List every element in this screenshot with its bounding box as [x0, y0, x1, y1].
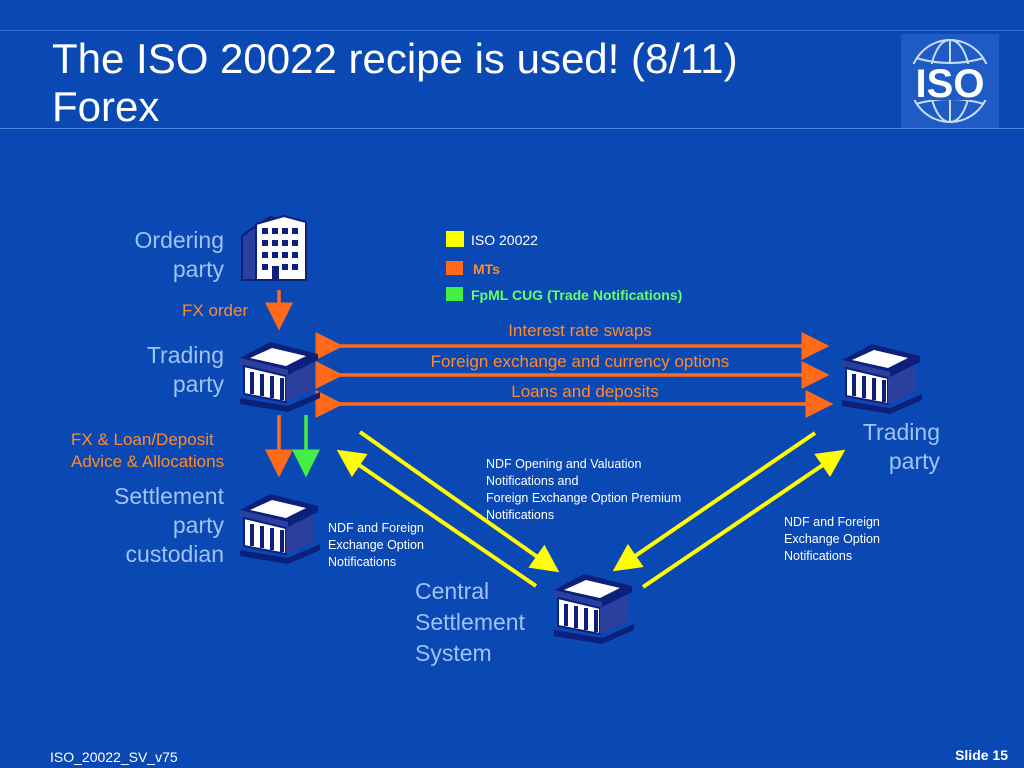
legend-swatch-iso20022 [446, 231, 464, 247]
title-divider [0, 128, 1024, 129]
loans-deposits-label: Loans and deposits [511, 382, 659, 401]
central-settlement-line2: Settlement [415, 609, 525, 635]
central-to-right-arrow [641, 449, 846, 589]
ndf-center-line4: Notifications [486, 508, 555, 522]
legend-label-mts: MTs [473, 261, 500, 277]
slide-number: Slide 15 [955, 747, 1008, 763]
trading-party-right-line2: party [888, 448, 940, 474]
ndf-left-line2: Exchange Option [328, 538, 424, 552]
legend-swatch-mts [446, 261, 463, 275]
central-settlement-line3: System [415, 640, 492, 666]
fx-order-label: FX order [182, 301, 249, 320]
iso-logo: ISO [901, 34, 999, 128]
ordering-party-line1: Ordering [134, 227, 224, 253]
trading-party-left-line1: Trading [146, 342, 224, 368]
ndf-center-note: NDF Opening and Valuation Notifications … [486, 456, 726, 524]
ndf-right-line2: Exchange Option [784, 532, 880, 546]
settlement-party-label: Settlement party custodian [60, 482, 224, 569]
settlement-party-line1: Settlement [114, 483, 224, 509]
ndf-right-line1: NDF and Foreign [784, 515, 880, 529]
legend-label-iso20022: ISO 20022 [471, 232, 538, 248]
ndf-right-line3: Notifications [784, 549, 853, 563]
bank-icon [554, 574, 634, 644]
trading-party-right-line1: Trading [862, 419, 940, 445]
legend-label-fpml: FpML CUG (Trade Notifications) [471, 287, 683, 303]
top-divider [0, 30, 1024, 31]
office-building-icon [241, 214, 307, 281]
ndf-center-line1: NDF Opening and Valuation [486, 457, 642, 471]
ndf-left-line3: Notifications [328, 555, 397, 569]
advice-label-line1: FX & Loan/Deposit [71, 430, 214, 449]
left-to-central-arrow [358, 430, 560, 573]
central-settlement-label: Central Settlement System [415, 576, 555, 669]
ordering-party-label: Ordering party [80, 226, 224, 284]
bank-icon [240, 494, 320, 564]
settlement-party-line2: party [172, 512, 224, 538]
legend-swatch-fpml [446, 287, 463, 301]
trading-party-right-label: Trading party [840, 418, 940, 476]
advice-label-line2: Advice & Allocations [71, 452, 225, 471]
page-title: The ISO 20022 recipe is used! (8/11) [52, 35, 738, 82]
bank-icon [240, 342, 320, 412]
globe-icon: ISO [904, 39, 996, 123]
ndf-right-note: NDF and Foreign Exchange Option Notifica… [784, 514, 914, 565]
trading-party-left-line2: party [172, 371, 224, 397]
interest-rate-swaps-label: Interest rate swaps [508, 321, 652, 340]
page-subtitle: Forex [52, 83, 160, 130]
logo-text: ISO [916, 62, 985, 106]
document-id: ISO_20022_SV_v75 [50, 749, 178, 765]
forex-options-label: Foreign exchange and currency options [430, 352, 730, 371]
bank-icon [842, 344, 922, 414]
ndf-left-note: NDF and Foreign Exchange Option Notifica… [328, 520, 458, 571]
ndf-center-line3: Foreign Exchange Option Premium [486, 491, 682, 505]
ndf-left-line1: NDF and Foreign [328, 521, 424, 535]
advice-label: FX & Loan/Deposit Advice & Allocations [71, 429, 224, 473]
trading-party-left-label: Trading party [80, 341, 224, 399]
central-settlement-line1: Central [415, 578, 490, 604]
ndf-center-line2: Notifications and [486, 474, 579, 488]
right-to-central-arrow [612, 431, 817, 572]
ordering-party-line2: party [172, 256, 224, 282]
central-to-left-arrow [336, 449, 538, 588]
settlement-party-line3: custodian [125, 541, 224, 567]
